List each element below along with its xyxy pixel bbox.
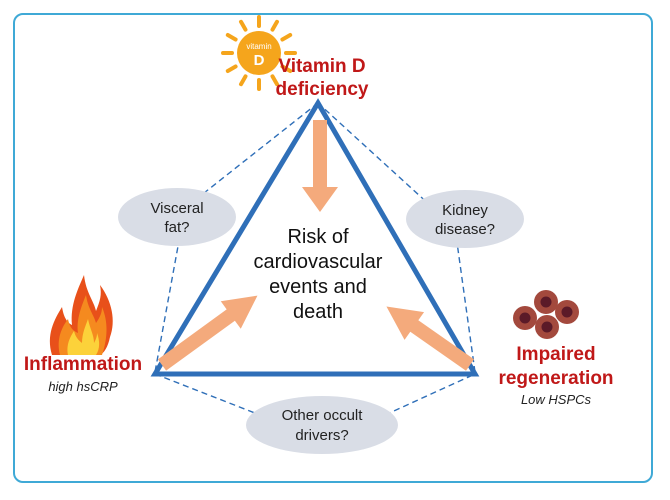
inflammation-title: Inflammation [24,354,142,375]
cell [535,315,559,339]
oval-drivers-line2: drivers? [295,427,348,444]
center-line-3: events and [269,276,367,298]
sun-ray [270,19,279,32]
oval-visceral-line2: fat? [164,219,189,236]
center-line-4: death [293,301,343,323]
vitamin-d-title-line2: deficiency [276,79,369,100]
sun-ray [239,74,248,87]
arrow-top [302,120,338,212]
center-line-1: Risk of [287,226,349,248]
flame-inner [67,319,100,355]
impaired-regeneration-title-line1: Impaired [516,344,595,365]
oval-kidney-disease: Kidney disease? [406,190,524,248]
sun-rays [221,15,297,91]
sun-ray [270,74,279,87]
oval-visceral-line1: Visceral [150,200,203,217]
sun-text-big: D [254,52,265,69]
dashed-line-bottom-right [384,373,476,416]
oval-kidney-line1: Kidney [442,202,488,219]
dashed-line-left [154,207,186,373]
impaired-regeneration-title-line2: regeneration [498,368,613,389]
sun-ray [280,33,293,42]
impaired-regeneration-subtitle: Low HSPCs [521,392,592,407]
sun-ray [225,64,238,73]
oval-shape [118,188,236,246]
sun-ray [225,33,238,42]
oval-other-drivers: Other occult drivers? [246,396,398,454]
cells-icon [513,290,579,339]
sun-disc [237,31,281,75]
arrows [157,120,475,371]
center-line-2: cardiovascular [254,251,383,273]
inflammation-subtitle: high hsCRP [48,379,118,394]
vitamin-d-title-line1: Vitamin D [278,56,365,77]
dashed-line-top-left [184,102,319,209]
cell [555,300,579,324]
sun-ray [280,64,293,73]
sun-ray [239,19,248,32]
oval-shape [406,190,524,248]
oval-visceral-fat: Visceral fat? [118,188,236,246]
dashed-line-right [454,227,476,373]
diagram-frame [13,13,653,483]
dashed-line-bottom-left [154,373,261,416]
arrow-left [157,295,258,371]
center-risk-text: Risk of cardiovascular events and death [254,226,383,323]
oval-shape [246,396,398,454]
cell [513,306,537,330]
oval-kidney-line2: disease? [435,221,495,238]
sun-text-small: vitamin [246,42,271,51]
oval-drivers-line1: Other occult [282,407,364,424]
risk-triangle [150,98,480,377]
cell [534,290,558,314]
sun-icon: vitamin D [221,15,297,91]
arrow-right [386,306,475,371]
fire-icon [49,275,113,355]
